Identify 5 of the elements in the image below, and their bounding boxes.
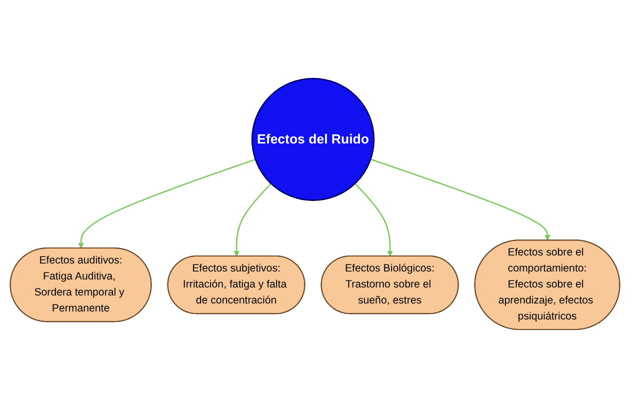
arrow xyxy=(234,183,272,257)
arrow xyxy=(370,158,550,241)
node-circle: Efectos del Ruido xyxy=(251,78,375,201)
arrow xyxy=(354,183,393,257)
arrow xyxy=(78,158,256,249)
